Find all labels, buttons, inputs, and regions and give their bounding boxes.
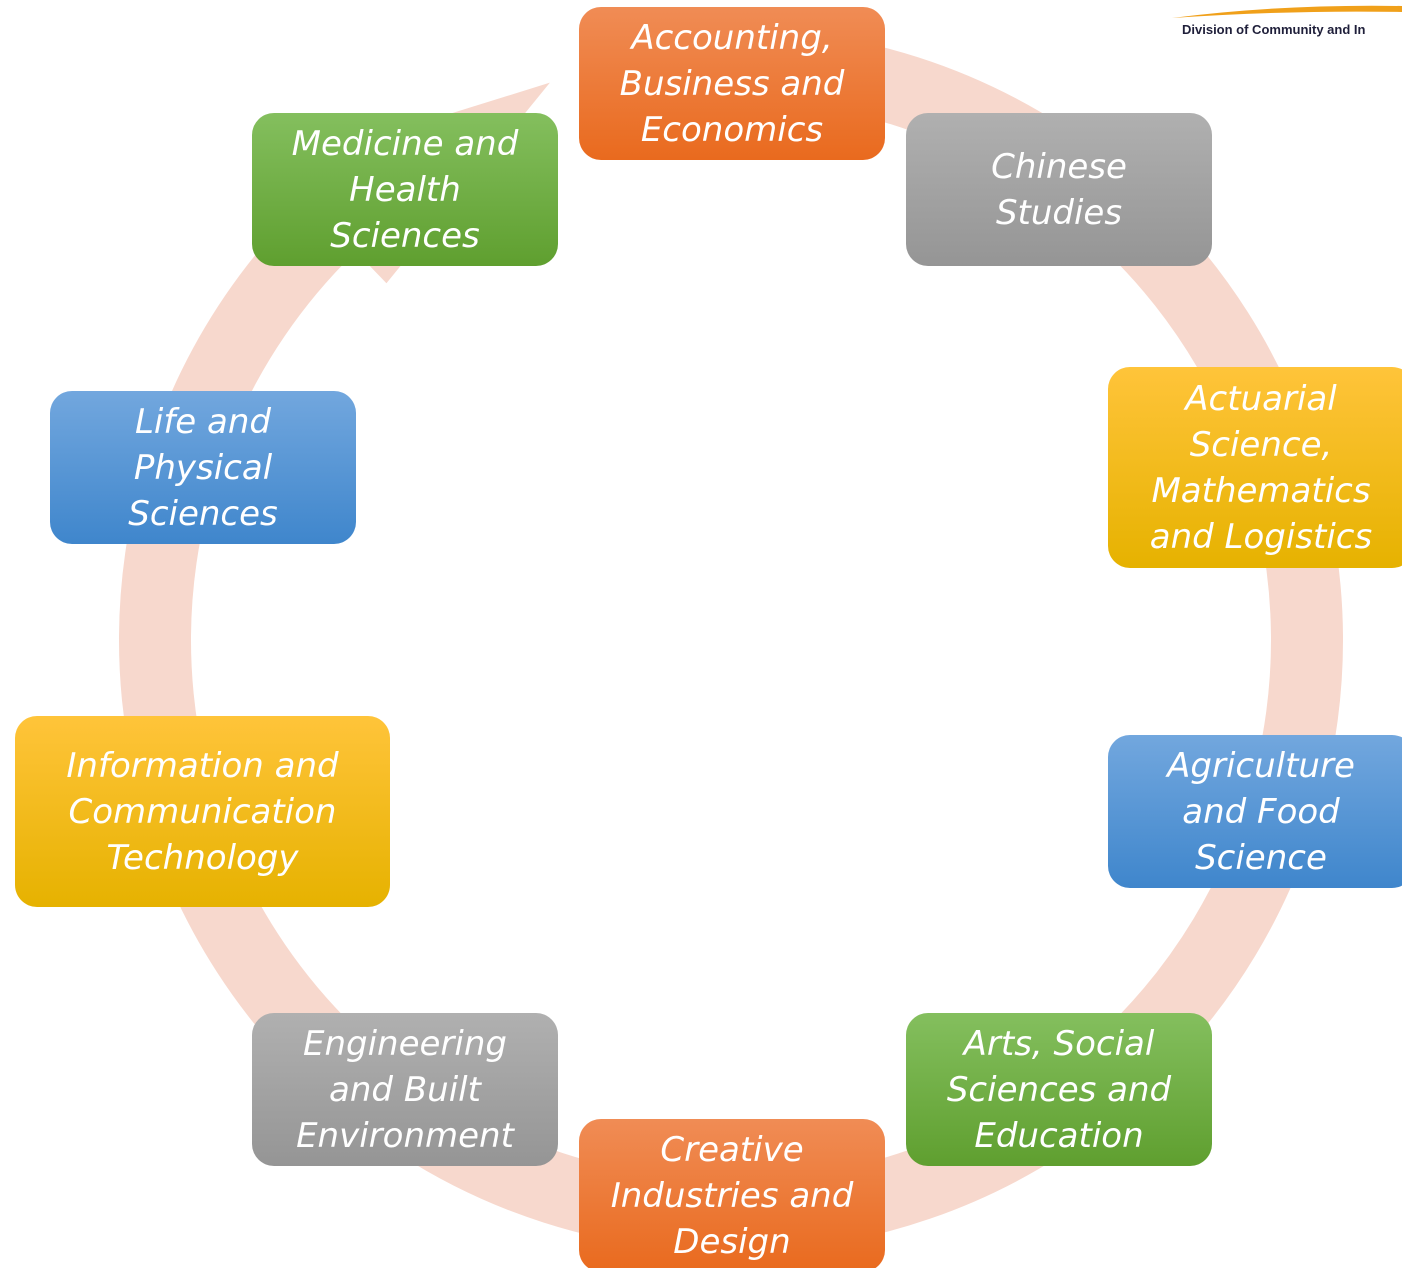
- node-label-line: and Food: [1182, 791, 1340, 832]
- cycle-arrow-band: [119, 31, 1343, 1252]
- node-actuarial-mathematics-logistics: Actuarial Science, Mathematics and Logis…: [1108, 367, 1402, 568]
- node-medicine-health-sciences: Medicine and Health Sciences: [252, 113, 558, 266]
- node-label-line: Industries and: [610, 1175, 854, 1216]
- node-engineering-built-environment: Engineering and Built Environment: [252, 1013, 558, 1166]
- node-label-line: Communication: [68, 791, 337, 832]
- node-label-line: Information and: [66, 745, 339, 786]
- node-label-line: Medicine and: [291, 123, 519, 164]
- logo-text: Division of Community and In: [1182, 22, 1366, 37]
- node-label: Accounting, Business and Economics: [620, 15, 845, 153]
- node-label-line: Design: [673, 1221, 791, 1262]
- node-label-line: Arts, Social: [963, 1023, 1155, 1064]
- node-label-line: Chinese: [991, 146, 1127, 187]
- node-arts-social-sciences-education: Arts, Social Sciences and Education: [906, 1013, 1212, 1166]
- node-label: Chinese Studies: [991, 144, 1127, 236]
- node-label-line: Studies: [995, 192, 1123, 233]
- node-information-communication-technology: Information and Communication Technology: [15, 716, 390, 907]
- node-label: Engineering and Built Environment: [296, 1021, 514, 1159]
- node-label-line: Creative: [660, 1129, 804, 1170]
- node-accounting-business-economics: Accounting, Business and Economics: [579, 7, 885, 160]
- node-life-physical-sciences: Life and Physical Sciences: [50, 391, 356, 544]
- node-label: Medicine and Health Sciences: [292, 121, 519, 259]
- node-creative-industries-design: Creative Industries and Design: [579, 1119, 885, 1268]
- node-label-line: Actuarial: [1185, 378, 1337, 419]
- node-label-line: Life and: [134, 401, 272, 442]
- node-label: Agriculture and Food Science: [1167, 743, 1355, 881]
- node-label-line: Agriculture: [1167, 745, 1355, 786]
- node-label-line: Accounting,: [631, 17, 833, 58]
- node-label-line: Sciences: [330, 215, 480, 256]
- node-label: Creative Industries and Design: [611, 1127, 854, 1265]
- division-logo: Division of Community and In: [1170, 0, 1402, 40]
- node-agriculture-food-science: Agriculture and Food Science: [1108, 735, 1402, 888]
- node-label-line: Education: [974, 1115, 1144, 1156]
- node-label-line: Business and: [619, 63, 845, 104]
- node-label-line: and Built: [329, 1069, 481, 1110]
- node-label-line: and Logistics: [1149, 516, 1373, 557]
- node-label: Information and Communication Technology: [66, 743, 338, 881]
- node-label-line: Health: [349, 169, 461, 210]
- node-label-line: Technology: [106, 837, 299, 878]
- node-label-line: Physical: [133, 447, 273, 488]
- node-label: Life and Physical Sciences: [128, 399, 278, 537]
- node-label-line: Economics: [640, 109, 824, 150]
- node-label-line: Sciences and: [946, 1069, 1172, 1110]
- node-label-line: Science,: [1189, 424, 1333, 465]
- node-label-line: Engineering: [302, 1023, 507, 1064]
- node-label-line: Sciences: [128, 493, 278, 534]
- node-chinese-studies: Chinese Studies: [906, 113, 1212, 266]
- node-label-line: Science: [1195, 837, 1327, 878]
- node-label: Actuarial Science, Mathematics and Logis…: [1150, 376, 1372, 560]
- node-label-line: Environment: [296, 1115, 514, 1156]
- logo-swoosh: [1172, 5, 1402, 18]
- node-label: Arts, Social Sciences and Education: [947, 1021, 1171, 1159]
- node-label-line: Mathematics: [1151, 470, 1371, 511]
